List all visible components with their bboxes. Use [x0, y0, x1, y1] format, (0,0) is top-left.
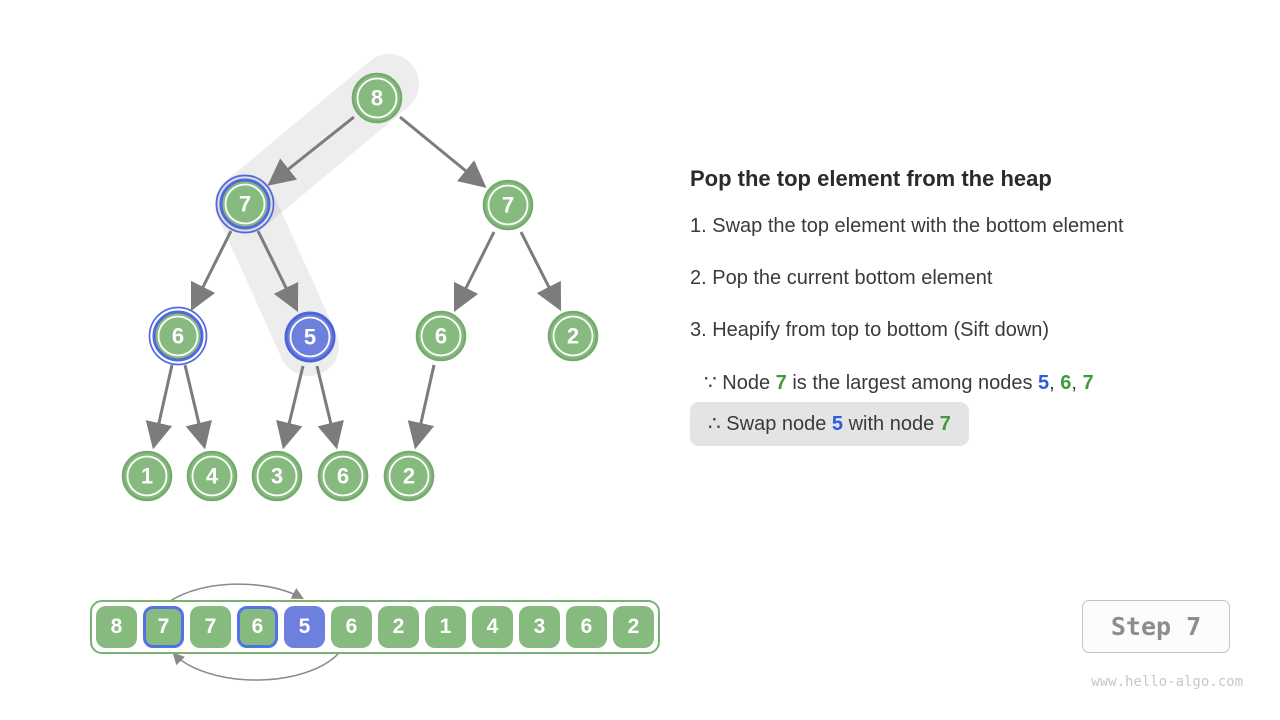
heap-array: 8 7 7 6 5 6 2 1 4 3 6 2: [90, 600, 660, 654]
tree-node-6-leaf: 6: [317, 450, 369, 502]
tree-node-2-leaf: 2: [383, 450, 435, 502]
because-note: ∵ Node 7 is the largest among nodes 5, 6…: [704, 372, 1094, 394]
array-cell-0: 8: [96, 606, 137, 648]
array-cell-11: 2: [613, 606, 654, 648]
step-indicator: Step 7: [1082, 600, 1230, 653]
array-cell-10: 6: [566, 606, 607, 648]
svg-text:7: 7: [502, 193, 514, 218]
svg-text:1: 1: [141, 464, 153, 489]
tree-node-6-l3: 6: [148, 306, 208, 366]
svg-text:5: 5: [304, 325, 316, 350]
therefore-note: ∴ Swap node 5 with node 7: [690, 402, 969, 446]
array-cell-7: 1: [425, 606, 466, 648]
tree-node-5-l3: 5: [284, 311, 336, 363]
svg-text:3: 3: [271, 464, 283, 489]
array-cell-3: 6: [237, 606, 278, 648]
svg-text:6: 6: [337, 464, 349, 489]
sift-path-highlight: [215, 54, 419, 376]
tree-node-7-left: 7: [215, 174, 275, 234]
array-cell-9: 3: [519, 606, 560, 648]
tree-node-1-leaf: 1: [121, 450, 173, 502]
tree-node-3-leaf: 3: [251, 450, 303, 502]
tree-node-2-r3: 2: [547, 310, 599, 362]
array-cell-2: 7: [190, 606, 231, 648]
array-cell-8: 4: [472, 606, 513, 648]
step-2-text: 2. Pop the current bottom element: [690, 267, 993, 289]
tree-node-6-r3: 6: [415, 310, 467, 362]
svg-text:6: 6: [435, 324, 447, 349]
step-1-text: 1. Swap the top element with the bottom …: [690, 215, 1124, 237]
watermark-url: www.hello-algo.com: [1091, 674, 1243, 690]
panel-title: Pop the top element from the heap: [690, 166, 1052, 191]
svg-text:2: 2: [403, 464, 415, 489]
svg-text:7: 7: [239, 192, 251, 217]
svg-text:4: 4: [206, 464, 219, 489]
svg-text:2: 2: [567, 324, 579, 349]
tree-node-7-right: 7: [482, 179, 534, 231]
array-cell-6: 2: [378, 606, 419, 648]
svg-text:6: 6: [172, 324, 184, 349]
array-cell-5: 6: [331, 606, 372, 648]
tree-node-8-root: 8: [351, 72, 403, 124]
svg-text:8: 8: [371, 86, 383, 111]
tree-edges: [145, 115, 562, 450]
array-cell-4: 5: [284, 606, 325, 648]
array-cell-1: 7: [143, 606, 184, 648]
step-3-text: 3. Heapify from top to bottom (Sift down…: [690, 319, 1050, 341]
tree-node-4-leaf: 4: [186, 450, 238, 502]
